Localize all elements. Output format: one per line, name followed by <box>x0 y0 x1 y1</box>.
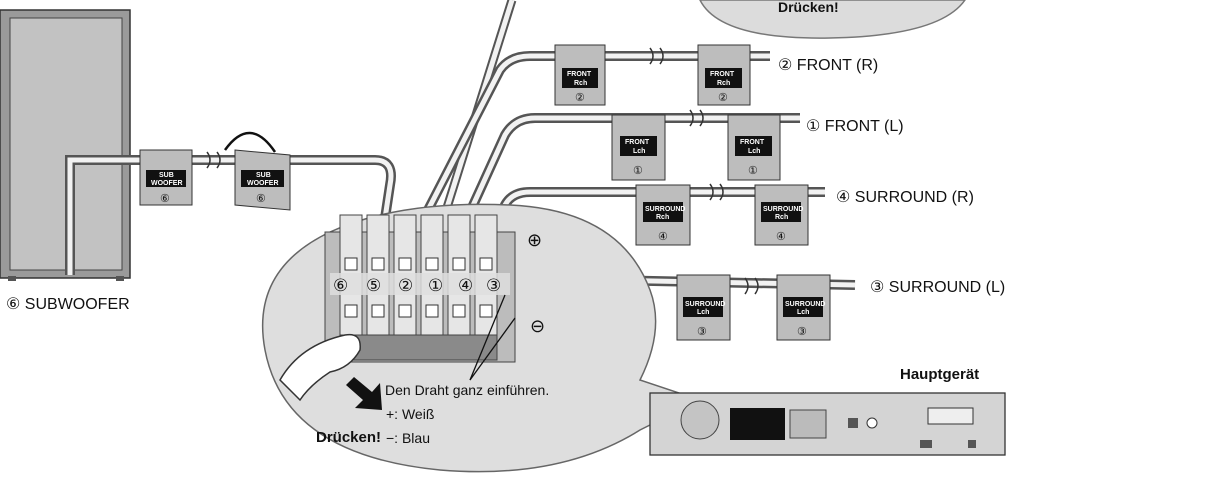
subwoofer-tag-line1: SUB <box>159 172 174 179</box>
wrap-arrow-icon <box>223 131 277 153</box>
tag-line1: FRONT <box>625 139 650 146</box>
tag-line1: FRONT <box>710 71 735 78</box>
subwoofer-box <box>0 9 131 281</box>
subwoofer-tag-number: ⑥ <box>256 193 266 205</box>
terminal-number: ③ <box>486 276 501 295</box>
subwoofer-tag-line1: SUB <box>256 172 271 179</box>
main-unit <box>649 392 1006 456</box>
tag-line1: FRONT <box>567 71 592 78</box>
fan-icon <box>680 400 720 440</box>
tag-number: ④ <box>776 231 786 243</box>
terminal-number: ⑤ <box>366 276 381 295</box>
minus-polarity-icon: ⊖ <box>530 316 545 336</box>
tag-line1: SURROUND <box>685 301 725 308</box>
tag-line2: Lch <box>633 148 645 155</box>
speaker-tag: FRONT Rch ② <box>697 44 751 106</box>
tag-number: ② <box>575 92 585 104</box>
tag-line2: Rch <box>717 80 730 87</box>
press-label: Drücken! <box>316 429 381 446</box>
tag-line1: SURROUND <box>645 206 685 213</box>
speaker-tag: SURROUND Lch ③ <box>776 274 831 341</box>
terminal-number: ① <box>428 276 443 295</box>
speaker-tag: FRONT Rch ② <box>554 44 606 106</box>
tag-line1: SURROUND <box>763 206 803 213</box>
tag-line1: FRONT <box>740 139 765 146</box>
subwoofer-label: ⑥ SUBWOOFER <box>6 296 130 313</box>
speaker-tag: SURROUND Rch ④ <box>635 184 691 246</box>
top-callout-press-label: Drücken! <box>778 0 839 15</box>
speaker-tag: SURROUND Lch ③ <box>676 274 731 341</box>
speaker-tag: FRONT Lch ① <box>611 114 666 181</box>
subwoofer-tag-line2: WOOFER <box>151 180 183 187</box>
speaker-tag: FRONT Lch ① <box>727 114 781 181</box>
front-l-label: ① FRONT (L) <box>806 118 904 135</box>
tag-number: ② <box>718 92 728 104</box>
terminal-number: ② <box>398 276 413 295</box>
subwoofer-tag: SUB WOOFER ⑥ <box>139 149 193 206</box>
subwoofer-tag: SUB WOOFER ⑥ <box>234 149 291 211</box>
tag-line2: Rch <box>656 214 669 221</box>
surround-r-label: ④ SURROUND (R) <box>836 189 974 206</box>
terminal-number: ④ <box>458 276 473 295</box>
instruction-pointer-lines <box>469 294 516 381</box>
tag-number: ③ <box>697 326 707 338</box>
speaker-tag: SURROUND Rch ④ <box>754 184 809 246</box>
tag-line2: Lch <box>797 309 809 316</box>
cable-break-marks <box>206 47 759 295</box>
plus-polarity-icon: ⊕ <box>527 230 542 250</box>
main-unit-label: Hauptgerät <box>900 366 979 383</box>
instruction-title: Den Draht ganz einführen. <box>385 382 549 398</box>
tag-line2: Lch <box>748 148 760 155</box>
terminal-number: ⑥ <box>333 276 348 295</box>
tag-line2: Rch <box>574 80 587 87</box>
tag-line1: SURROUND <box>785 301 825 308</box>
terminal-numbers: ⑥ ⑤ ② ① ④ ③ <box>330 273 510 295</box>
tag-number: ③ <box>797 326 807 338</box>
tag-number: ④ <box>658 231 668 243</box>
press-arrow-icon <box>346 377 382 410</box>
instruction-minus: −: Blau <box>386 430 430 446</box>
subwoofer-tag-number: ⑥ <box>160 193 170 205</box>
top-callout-bubble: Drücken! <box>699 0 966 39</box>
surround-l-label: ③ SURROUND (L) <box>870 279 1005 296</box>
tag-line2: Lch <box>697 309 709 316</box>
hand-icon <box>279 333 361 402</box>
instruction-plus: +: Weiß <box>386 406 434 422</box>
tag-number: ① <box>748 165 758 177</box>
tag-number: ① <box>633 165 643 177</box>
tag-line2: Rch <box>775 214 788 221</box>
subwoofer-tag-line2: WOOFER <box>247 180 279 187</box>
front-r-label: ② FRONT (R) <box>778 57 878 74</box>
